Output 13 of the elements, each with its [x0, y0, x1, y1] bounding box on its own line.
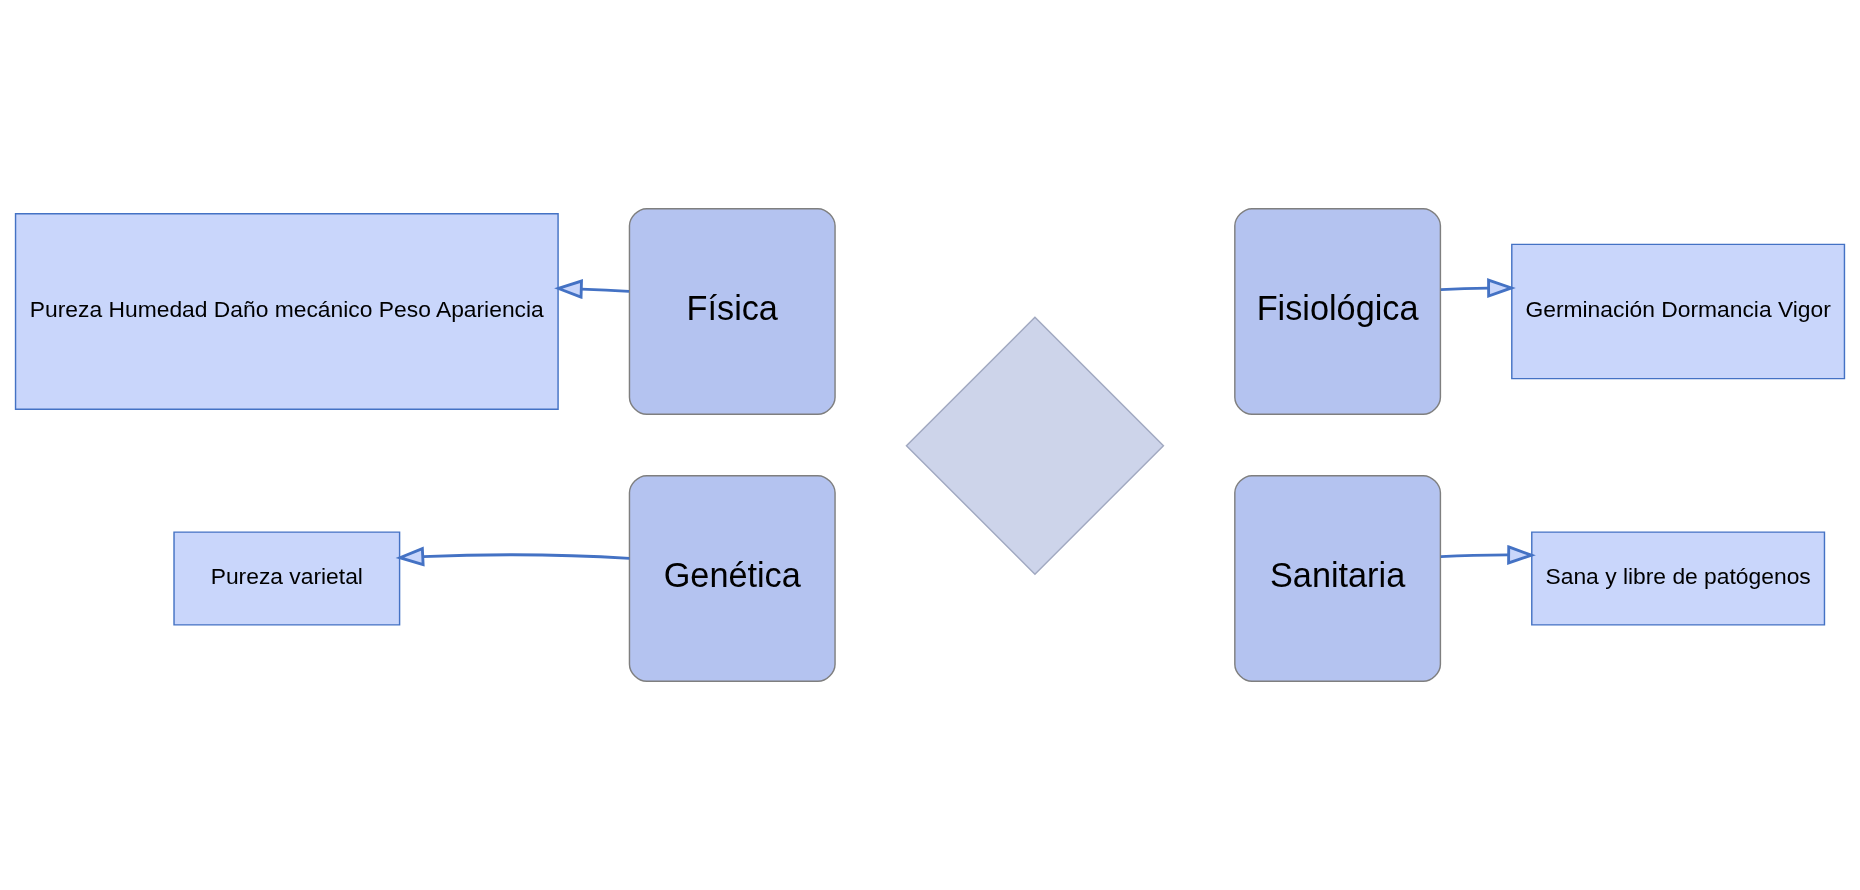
arrow — [1440, 544, 1536, 565]
node-box: Pureza varietal — [173, 531, 401, 626]
node-box: Germinación Dormancia Vigor — [1511, 243, 1846, 380]
node-box: Sanitaria — [1234, 475, 1442, 682]
node-box: Sana y libre de patógenos — [1531, 531, 1826, 626]
node-diamond — [905, 316, 1165, 576]
arrow — [395, 546, 630, 567]
node-box: Física — [628, 208, 836, 415]
node-box: Pureza Humedad Daño mecánico Peso Apariencia — [14, 213, 559, 411]
node-box: Fisiológica — [1234, 208, 1442, 415]
arrow — [554, 279, 630, 300]
node-box: Genética — [628, 475, 836, 682]
arrow — [1440, 278, 1516, 299]
